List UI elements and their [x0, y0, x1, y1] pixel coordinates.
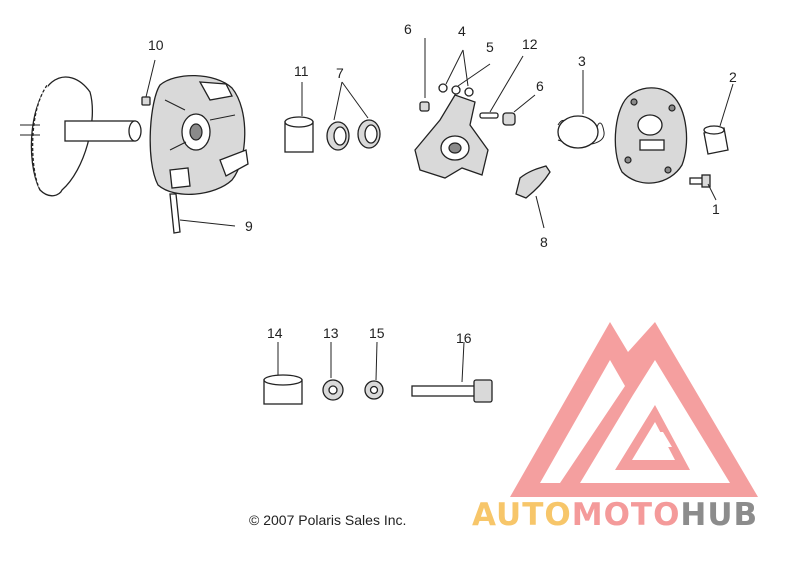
callout-14: 14: [267, 325, 283, 341]
callout-6-right: 6: [536, 78, 544, 94]
part-11-bushing: [284, 82, 314, 153]
watermark-moto: MOTO: [572, 497, 681, 533]
part-16-bolt: [411, 341, 493, 403]
part-15-washer: [364, 341, 384, 400]
part-9-pin: [169, 193, 236, 234]
part-2-bushing: [703, 83, 734, 155]
callout-4: 4: [458, 23, 466, 39]
watermark-logo: [510, 322, 758, 497]
spider: [414, 94, 489, 179]
copyright-notice: © 2007 Polaris Sales Inc.: [249, 512, 406, 528]
callout-15: 15: [369, 325, 385, 341]
rollers: [419, 38, 536, 126]
callout-16: 16: [456, 330, 472, 346]
watermark-auto: AUTO: [472, 497, 572, 533]
callout-7: 7: [336, 65, 344, 81]
callout-9: 9: [245, 218, 253, 234]
callout-6-left: 6: [404, 21, 412, 37]
watermark-hub: HUB: [680, 497, 758, 533]
part-1-bolt: [689, 174, 717, 201]
moveable-sheave: [20, 76, 142, 197]
callout-8: 8: [540, 234, 548, 250]
part-3-spring: [557, 70, 605, 149]
part-7-seals: [326, 81, 381, 151]
callout-2: 2: [729, 69, 737, 85]
part-13-washer: [322, 342, 344, 401]
callout-1: 1: [712, 201, 720, 217]
callout-12: 12: [522, 36, 538, 52]
part-10-nut: [141, 59, 156, 106]
callout-10: 10: [148, 37, 164, 53]
clutch-cover: [614, 87, 688, 184]
callout-3: 3: [578, 53, 586, 69]
callout-5: 5: [486, 39, 494, 55]
part-14-spacer: [263, 342, 303, 405]
callout-13: 13: [323, 325, 339, 341]
watermark-text: AUTOMOTOHUB: [472, 497, 758, 533]
callout-11: 11: [294, 63, 309, 79]
part-8-weight: [515, 165, 551, 229]
clutch-housing: [149, 74, 249, 195]
